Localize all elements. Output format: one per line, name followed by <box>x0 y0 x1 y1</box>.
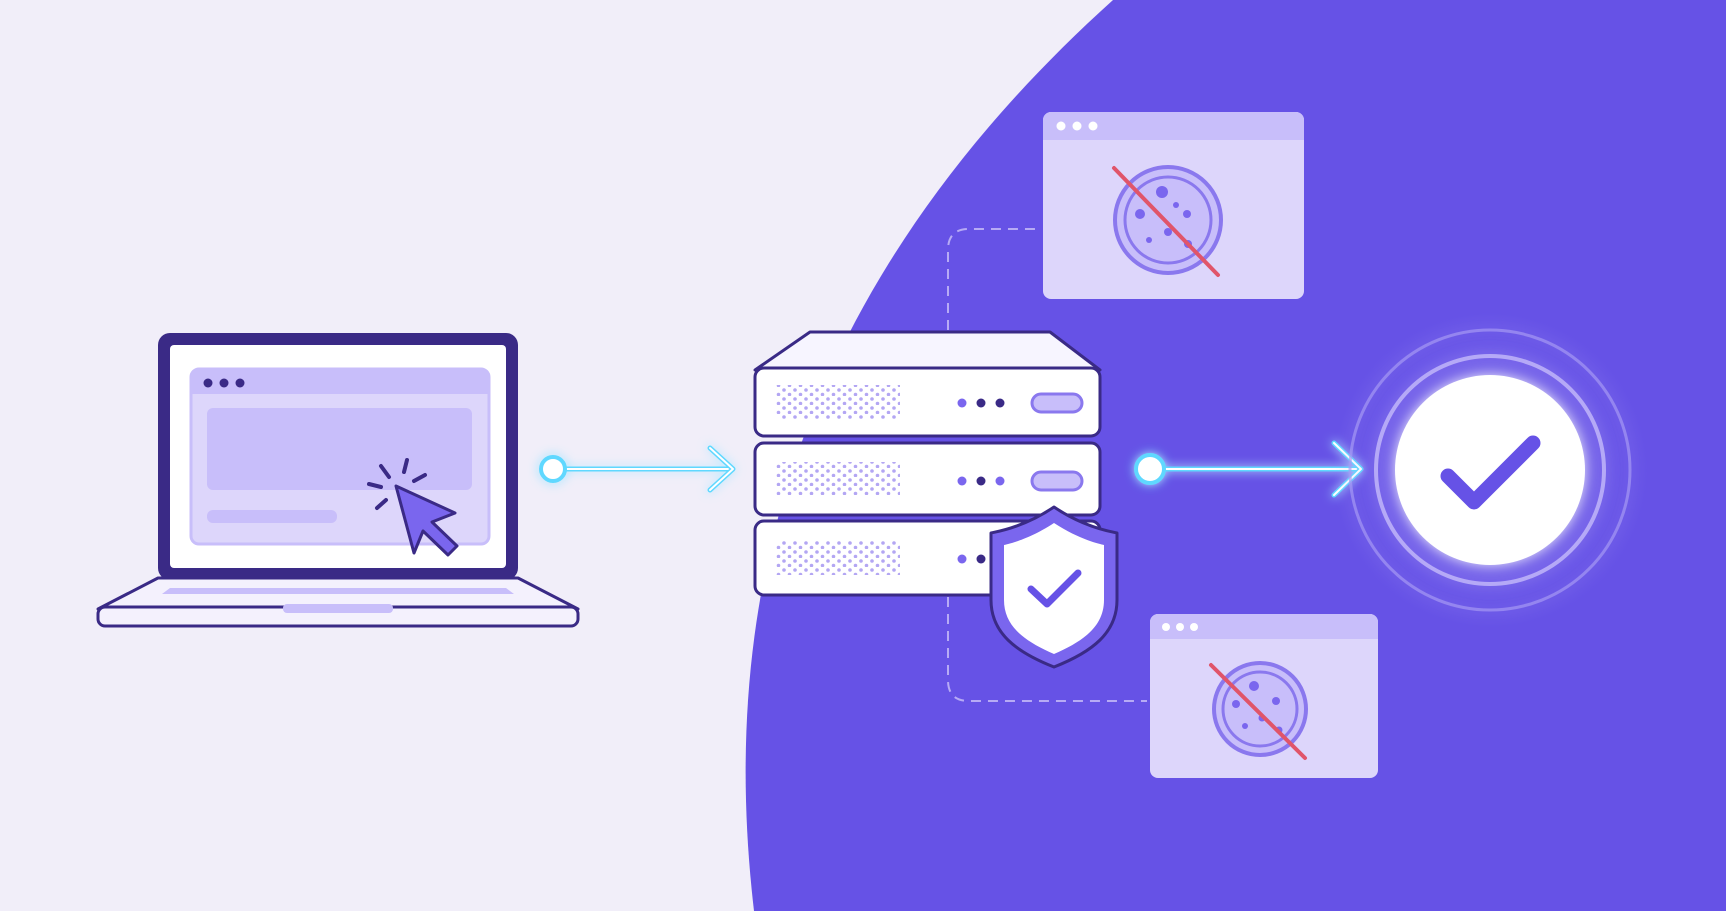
cookie-blocked-icon <box>1112 165 1223 277</box>
laptop-icon <box>96 333 580 628</box>
background-panel <box>745 0 1726 911</box>
cookie-blocked-icon <box>1209 661 1308 760</box>
blocked-cookie-window-top <box>1043 112 1304 299</box>
server-unit <box>753 366 1102 438</box>
shield-check-icon <box>989 505 1119 669</box>
blocked-cookie-window-bottom <box>1150 614 1378 778</box>
server-unit <box>753 441 1102 517</box>
check-circle-icon <box>1348 328 1632 612</box>
arrow-connector-right <box>1134 440 1364 498</box>
cursor-click-icon <box>367 458 459 557</box>
arrow-connector-left <box>539 445 736 493</box>
